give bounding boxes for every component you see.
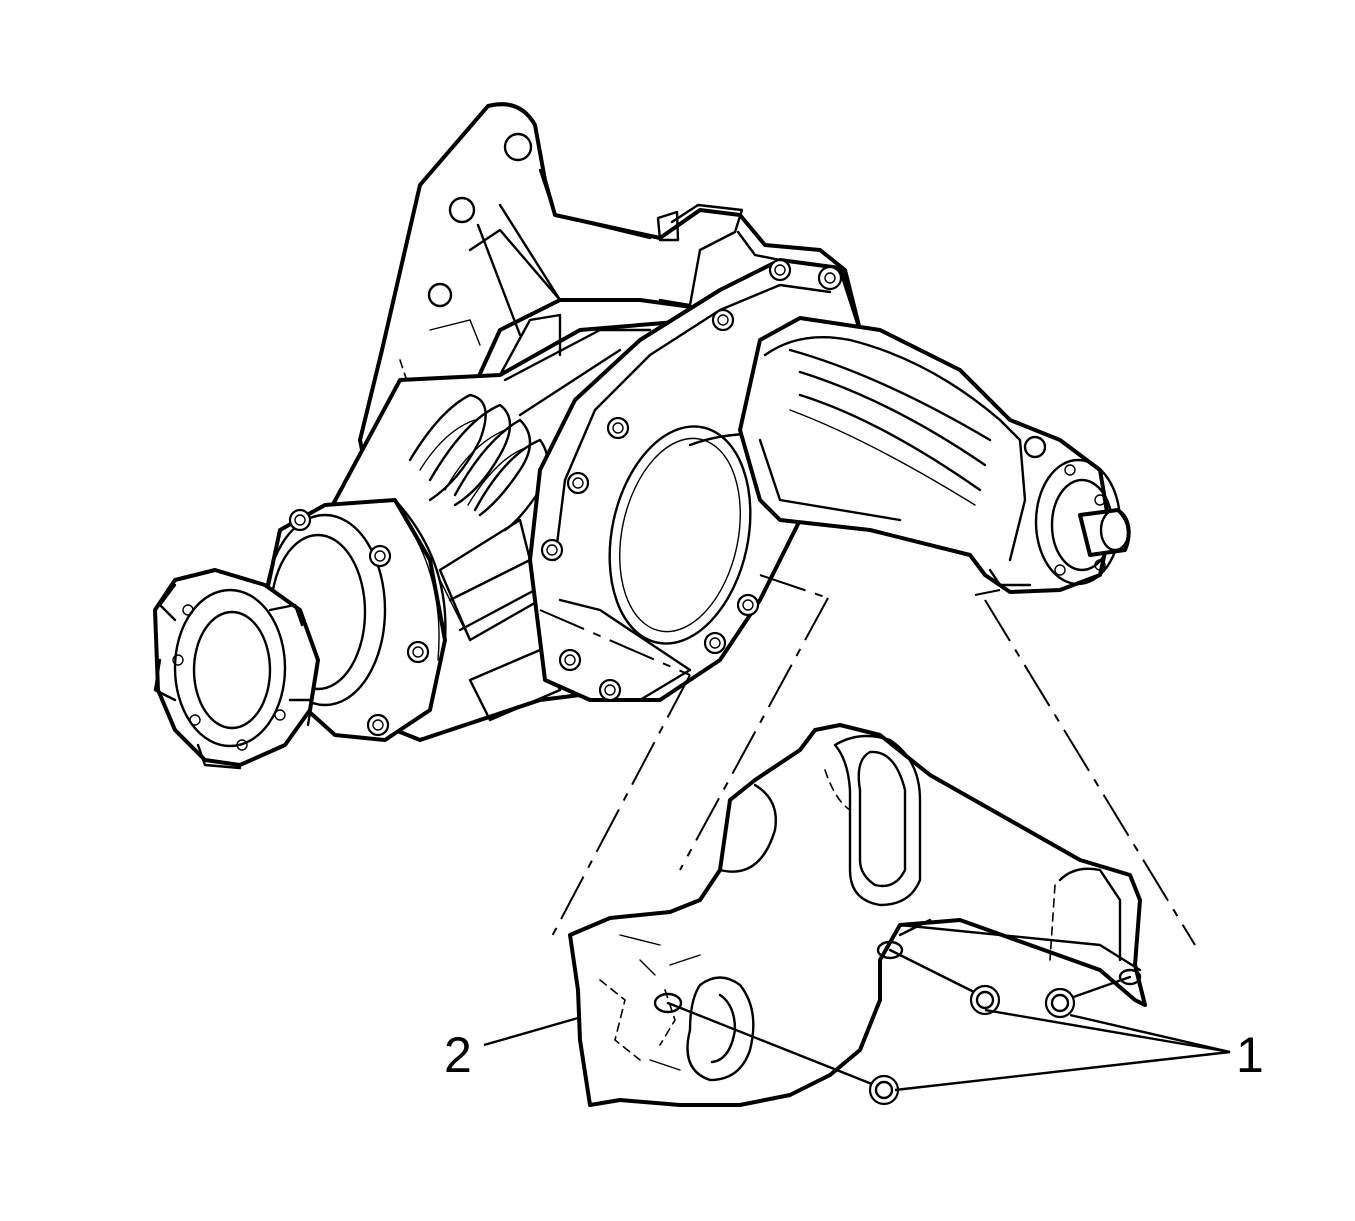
heat-shield xyxy=(568,723,1147,1107)
fasteners xyxy=(666,948,1132,1106)
tail-housing xyxy=(738,316,1131,594)
bolt-lower xyxy=(868,1074,900,1106)
bolt-middle xyxy=(969,984,1001,1016)
callout-2-label: 2 xyxy=(444,1027,472,1083)
alignment-lines xyxy=(539,574,1196,946)
front-output-coupling xyxy=(153,568,320,770)
front-flange xyxy=(263,498,447,742)
transfer-case-assembly xyxy=(153,102,1131,770)
callout-1-label: 1 xyxy=(1236,1027,1264,1083)
leader-lines xyxy=(483,1008,1231,1092)
bolt-right xyxy=(1044,987,1076,1019)
